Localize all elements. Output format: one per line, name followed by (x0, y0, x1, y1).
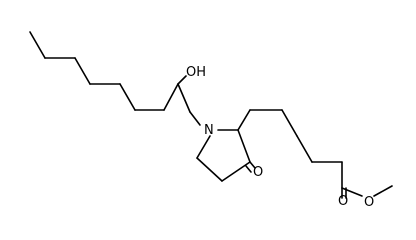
bond (189, 111, 201, 126)
bond (196, 135, 211, 159)
nitrogen-label: N (204, 123, 214, 138)
bond (341, 187, 363, 197)
ketone-bond (245, 165, 252, 173)
bond (177, 83, 191, 113)
ester-carbonyl-oxygen-label: O (338, 194, 348, 209)
bond (237, 129, 251, 163)
decyl-chain (29, 31, 201, 126)
ketone-bond (249, 161, 256, 169)
heptanoate-chain (237, 109, 393, 199)
bond (221, 161, 251, 182)
bond (196, 157, 223, 182)
bond (177, 75, 187, 85)
bond (296, 135, 313, 163)
bond (163, 83, 179, 111)
pyrrolidine-ring (196, 129, 256, 182)
bond (281, 109, 298, 137)
hydroxyl-label: OH (186, 65, 206, 80)
bond (29, 31, 46, 59)
bond (119, 83, 136, 111)
bond (74, 57, 91, 85)
bond (373, 185, 393, 197)
ketone-oxygen-label: O (253, 165, 263, 180)
ester-ether-oxygen-label: O (364, 195, 374, 210)
bond (237, 109, 251, 131)
